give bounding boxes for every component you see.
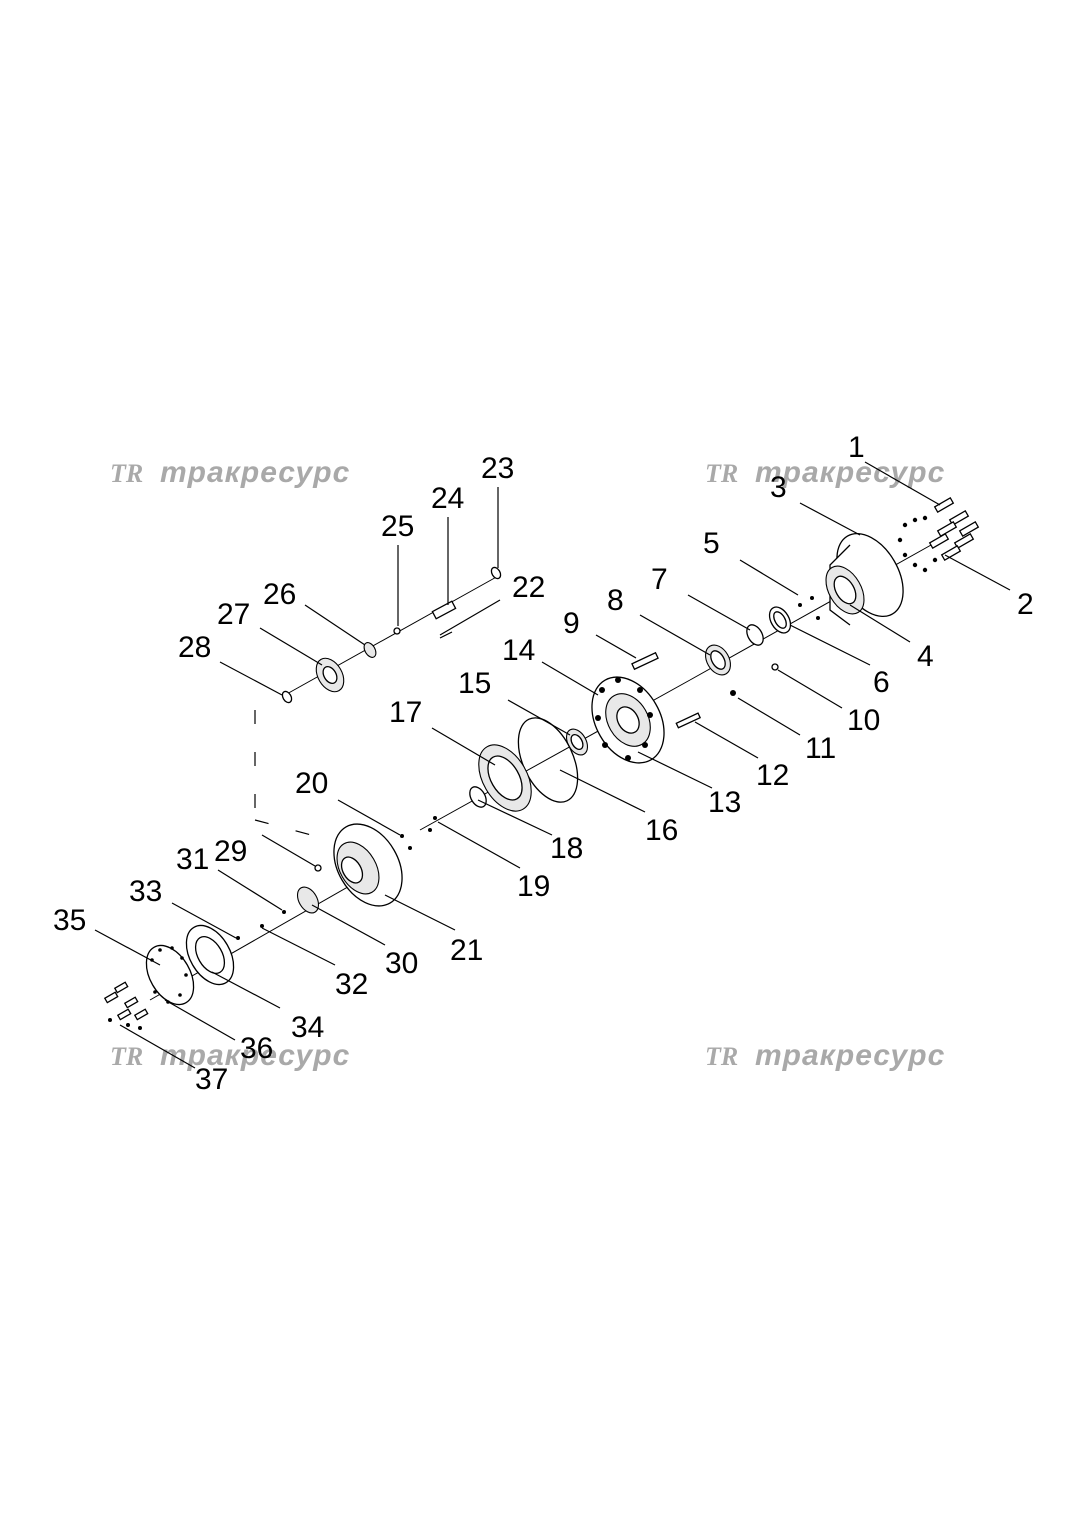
part-pin-31 bbox=[282, 910, 286, 914]
callout-35: 35 bbox=[53, 904, 86, 937]
part-plug-29 bbox=[314, 864, 322, 872]
part-bolt-set-36 bbox=[103, 981, 149, 1021]
part-spline-26 bbox=[363, 642, 377, 658]
watermark-logo: TR bbox=[705, 459, 738, 488]
part-washer-23 bbox=[490, 566, 502, 580]
part-pin-25 bbox=[393, 627, 401, 635]
callout-2: 2 bbox=[1017, 588, 1034, 621]
callout-27: 27 bbox=[217, 598, 250, 631]
callout-20: 20 bbox=[295, 767, 328, 800]
callout-11: 11 bbox=[805, 732, 836, 765]
callout-12: 12 bbox=[756, 759, 789, 792]
callout-32: 32 bbox=[335, 968, 368, 1001]
callout-33: 33 bbox=[129, 875, 162, 908]
callout-22: 22 bbox=[512, 571, 545, 604]
callout-4: 4 bbox=[917, 640, 934, 673]
part-pin-33 bbox=[236, 936, 240, 940]
part-seal-6 bbox=[768, 606, 792, 634]
watermark-text: тракресурс bbox=[755, 1039, 945, 1072]
part-ring-gear-17 bbox=[478, 744, 532, 812]
callout-28: 28 bbox=[178, 631, 211, 664]
callout-31: 31 bbox=[176, 843, 209, 876]
callout-23: 23 bbox=[481, 452, 514, 485]
callout-8: 8 bbox=[607, 584, 624, 617]
callout-19: 19 bbox=[517, 870, 550, 903]
callout-6: 6 bbox=[873, 666, 890, 699]
callout-13: 13 bbox=[708, 786, 741, 819]
part-pin-32 bbox=[260, 924, 264, 928]
watermark-top-right: TR тракресурс bbox=[705, 456, 945, 489]
callout-37: 37 bbox=[195, 1063, 228, 1096]
part-pins-20 bbox=[400, 834, 412, 850]
part-ball-11 bbox=[730, 690, 736, 696]
part-cover-35 bbox=[145, 944, 195, 1006]
part-snap-ring-7 bbox=[746, 624, 764, 646]
callout-26: 26 bbox=[263, 578, 296, 611]
watermark-logo: TR bbox=[110, 459, 143, 488]
watermark-text: тракресурс bbox=[160, 456, 350, 489]
callout-21: 21 bbox=[450, 934, 483, 967]
part-gasket-34 bbox=[185, 924, 235, 986]
part-plug-10 bbox=[771, 663, 779, 671]
callout-3: 3 bbox=[770, 471, 787, 504]
part-washers-37 bbox=[108, 1018, 142, 1030]
callout-5: 5 bbox=[703, 527, 720, 560]
watermark-logo: TR bbox=[110, 1042, 143, 1071]
callout-24: 24 bbox=[431, 482, 464, 515]
callout-36: 36 bbox=[240, 1032, 273, 1065]
part-bolt-9 bbox=[631, 651, 659, 671]
part-key-24 bbox=[431, 600, 457, 620]
callout-10: 10 bbox=[847, 704, 880, 737]
callout-15: 15 bbox=[458, 667, 491, 700]
part-hub-housing-3 bbox=[825, 532, 904, 626]
watermark-text: тракресурс bbox=[755, 456, 945, 489]
part-bearing-8 bbox=[705, 644, 731, 676]
callout-29: 29 bbox=[214, 835, 247, 868]
part-housing-21 bbox=[333, 823, 403, 907]
part-bearing-15 bbox=[565, 728, 589, 756]
part-bolt-set-1 bbox=[928, 497, 980, 561]
part-gear-30 bbox=[296, 886, 320, 914]
callout-7: 7 bbox=[651, 563, 668, 596]
watermark-logo: TR bbox=[705, 1042, 738, 1071]
callout-25: 25 bbox=[381, 510, 414, 543]
callout-16: 16 bbox=[645, 814, 678, 847]
part-dowel-ring-2 bbox=[897, 515, 938, 573]
callout-1: 1 bbox=[848, 431, 865, 464]
watermark-top-left: TR тракресурс bbox=[110, 456, 350, 489]
watermark-bottom-right: TR тракресурс bbox=[705, 1039, 945, 1072]
part-stud-12 bbox=[675, 712, 702, 729]
part-washer-28 bbox=[281, 690, 293, 704]
callout-labels: 1 2 3 4 5 6 7 8 9 10 11 12 13 14 15 16 1… bbox=[53, 431, 1034, 1096]
callout-17: 17 bbox=[389, 696, 422, 729]
part-pins-5 bbox=[798, 596, 820, 620]
part-carrier-13 bbox=[591, 676, 665, 764]
leader-lines bbox=[94, 461, 1011, 1069]
callout-34: 34 bbox=[291, 1011, 324, 1044]
callout-18: 18 bbox=[550, 832, 583, 865]
part-pin-22 bbox=[439, 631, 453, 639]
callout-9: 9 bbox=[563, 607, 580, 640]
part-pins-19 bbox=[428, 816, 437, 832]
callout-14: 14 bbox=[502, 634, 535, 667]
part-gear-27 bbox=[315, 657, 345, 693]
callout-30: 30 bbox=[385, 947, 418, 980]
